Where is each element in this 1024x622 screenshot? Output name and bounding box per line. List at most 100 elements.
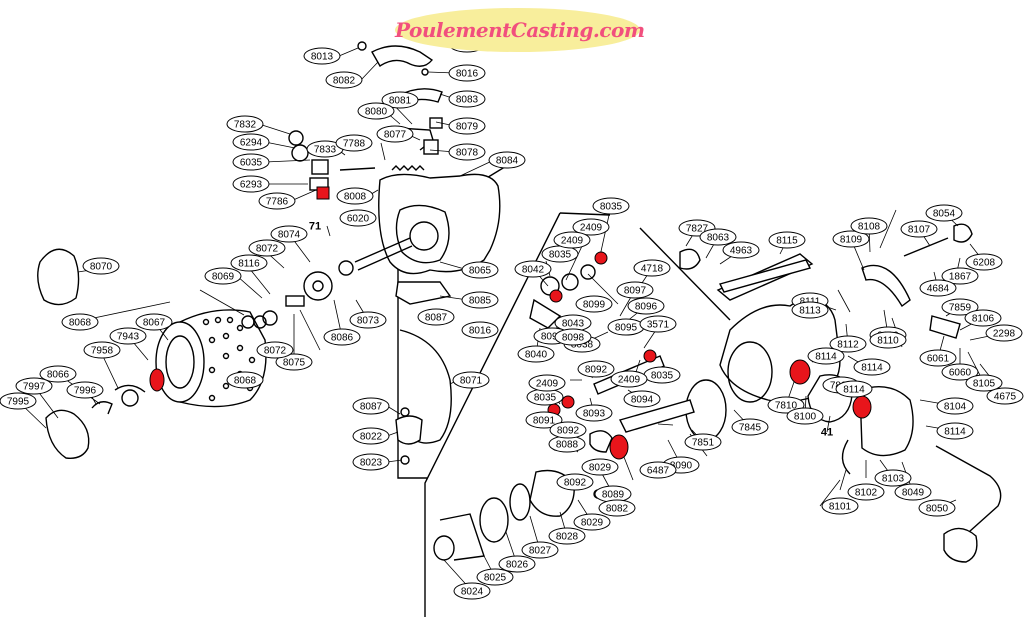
part-label-8080: 8080 [357, 102, 395, 120]
label-ellipse [941, 298, 979, 316]
part-label-6293: 6293 [232, 175, 270, 193]
part-label-8095: 8095 [607, 318, 645, 336]
label-text: 7788 [343, 139, 366, 150]
part-label-8114: 8114 [936, 422, 974, 440]
label-ellipse [847, 483, 885, 501]
label-ellipse [616, 281, 654, 299]
label-text: 8016 [456, 69, 479, 80]
part-label-2409: 2409 [528, 374, 566, 392]
drag-knob [45, 409, 90, 459]
part-label-8022: 8022 [352, 427, 390, 445]
label-ellipse [627, 297, 665, 315]
label-text: 8115 [776, 236, 798, 247]
label-ellipse [248, 239, 286, 257]
part-label-6060: 6060 [941, 363, 979, 381]
label-ellipse [554, 328, 592, 346]
part-label-8083: 8083 [448, 90, 486, 108]
label-ellipse [581, 458, 619, 476]
label-text: 7995 [7, 397, 30, 408]
part-label-8115: 8115 [768, 231, 806, 249]
part-label-8112: 8112 [829, 335, 867, 353]
part-label-8084: 8084 [488, 151, 526, 169]
label-ellipse [768, 231, 806, 249]
label-ellipse [592, 197, 630, 215]
label-ellipse [684, 433, 722, 451]
label-ellipse [335, 134, 373, 152]
bearing-7801 [852, 395, 872, 419]
part-label-8075: 8075 [275, 353, 313, 371]
part-label-8114: 8114 [853, 358, 891, 376]
label-ellipse [352, 427, 390, 445]
part-label-8089: 8089 [594, 485, 632, 503]
clip-wire [439, 513, 485, 561]
part-label-8085: 8085 [461, 291, 499, 309]
label-ellipse [109, 327, 147, 345]
part-label-2298: 2298 [985, 324, 1023, 342]
label-text: 7958 [91, 346, 114, 357]
label-text: 2409 [561, 236, 584, 247]
part-label-8023: 8023 [352, 453, 390, 471]
label-ellipse [232, 175, 270, 193]
label-text: 8081 [389, 96, 412, 107]
part-label-41: 41 [821, 427, 833, 439]
part-label-8104: 8104 [936, 397, 974, 415]
label-text: 8098 [562, 333, 585, 344]
part-label-7997: 7997 [15, 377, 53, 395]
part-label-8110: 8110 [869, 331, 907, 349]
label-text: 7833 [314, 145, 337, 156]
part-label-8091: 8091 [525, 411, 563, 429]
part-label-8049: 8049 [894, 483, 932, 501]
label-text: 8114 [815, 352, 837, 363]
part-label-4684: 4684 [919, 279, 957, 297]
label-text: 6060 [949, 368, 972, 379]
part-label-8016: 8016 [461, 321, 499, 339]
label-text: 8050 [926, 504, 949, 515]
label-ellipse [376, 125, 414, 143]
shaft-pin [903, 237, 949, 257]
bearing-8042 [549, 289, 563, 303]
part-label-8069: 8069 [204, 267, 242, 285]
label-text: 8098 [541, 332, 564, 343]
label-text: 6035 [240, 158, 263, 169]
part-label-8029: 8029 [581, 458, 619, 476]
washer [291, 144, 309, 162]
part-label-8107: 8107 [900, 220, 938, 238]
part-number-labels: 8014801580138082801680838081808080797832… [0, 11, 1024, 600]
pinion-nut [338, 260, 354, 276]
label-text: 8043 [562, 319, 585, 330]
gear [580, 264, 596, 280]
drive-gear [679, 248, 701, 270]
label-text: 8092 [585, 365, 608, 376]
label-text: 8113 [799, 306, 821, 317]
label-ellipse [275, 353, 313, 371]
label-text: 7996 [74, 386, 97, 397]
part-label-8092: 8092 [556, 473, 594, 491]
rotor-arm-plate [395, 281, 452, 305]
bearing-8035-top [594, 251, 608, 265]
spool-cover [37, 248, 80, 306]
part-label-8092: 8092 [577, 360, 615, 378]
part-label-8082: 8082 [598, 499, 636, 517]
part-label-8077: 8077 [376, 125, 414, 143]
label-ellipse [336, 187, 374, 205]
label-text: 8072 [256, 244, 279, 255]
bail-holder [423, 139, 439, 155]
part-label-7845: 7845 [731, 418, 769, 436]
label-text: 8028 [556, 532, 579, 543]
label-text: 6208 [973, 258, 996, 269]
part-label-7851: 7851 [684, 433, 722, 451]
part-label-4963: 4963 [722, 241, 760, 259]
part-label-8113: 8113 [791, 301, 829, 319]
part-label-8105: 8105 [965, 374, 1003, 392]
part-label-7859: 7859 [941, 298, 979, 316]
drag-washer [241, 315, 255, 329]
label-text: 8025 [484, 573, 507, 584]
label-text: 8024 [461, 587, 484, 598]
part-label-8096: 8096 [627, 297, 665, 315]
collar [311, 159, 329, 175]
label-text: 7859 [949, 303, 972, 314]
label-ellipse [381, 91, 419, 109]
label-text: 8082 [606, 504, 629, 515]
part-label-8072: 8072 [248, 239, 286, 257]
part-label-8098: 8098 [554, 328, 592, 346]
